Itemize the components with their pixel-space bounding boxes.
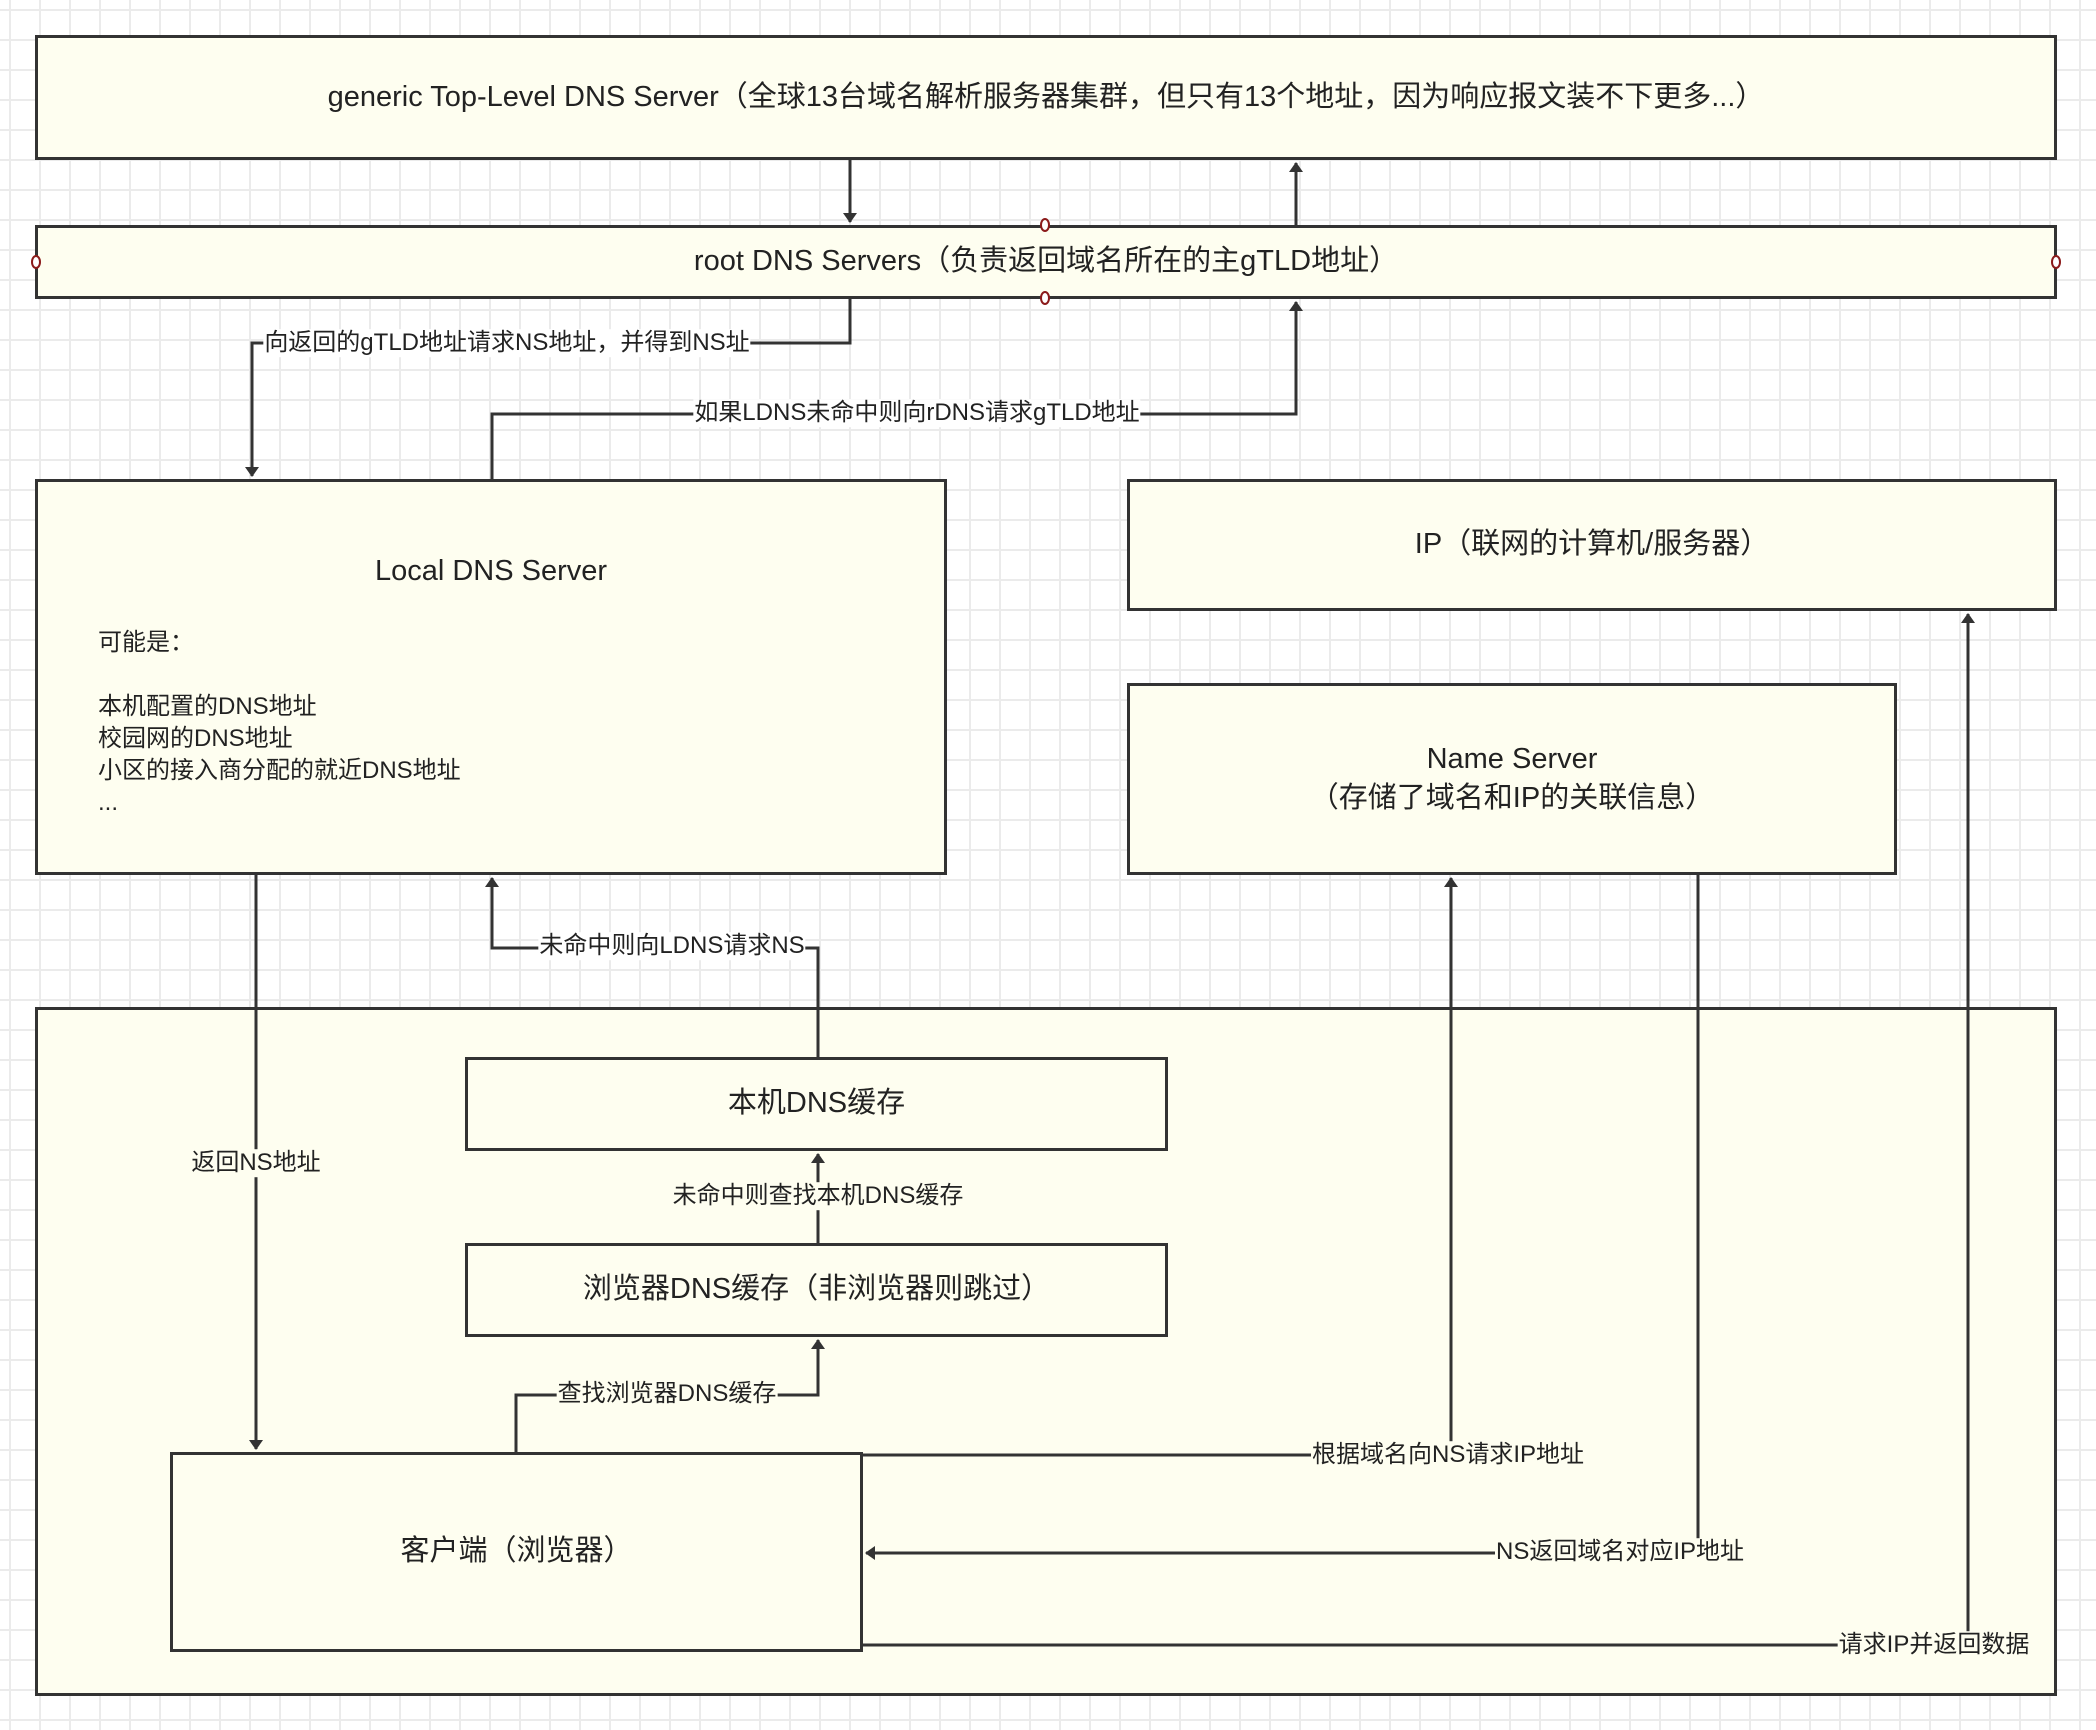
client-node[interactable]: 客户端（浏览器） [170,1452,863,1652]
edge-label-client-to-ip: 请求IP并返回数据 [1837,1631,2031,1659]
gtld-server-label: generic Top-Level DNS Server（全球13台域名解析服务… [327,80,1765,113]
browser-dns-cache-label: 浏览器DNS缓存（非浏览器则跳过） [582,1273,1051,1306]
ip-node[interactable]: IP（联网的计算机/服务器） [1127,479,2057,611]
edge-label-ldns-to-client: 返回NS地址 [190,1149,322,1177]
root-dns-label: root DNS Servers（负责返回域名所在的主gTLD地址） [693,245,1399,278]
local-dns-description: 可能是： 本机配置的DNS地址 校园网的DNS地址 小区的接入商分配的就近DNS… [98,629,461,816]
ip-label: IP（联网的计算机/服务器） [1414,528,1770,561]
root-handle-right[interactable] [2051,255,2061,269]
root-handle-bottom[interactable] [1040,291,1050,305]
local-dns-node[interactable]: Local DNS Server 可能是： 本机配置的DNS地址 校园网的DNS… [35,479,947,875]
edge-label-client-to-browser: 查找浏览器DNS缓存 [556,1380,778,1408]
name-server-label: Name Server （存储了域名和IP的关联信息） [1309,742,1715,814]
browser-dns-cache-node[interactable]: 浏览器DNS缓存（非浏览器则跳过） [465,1243,1168,1337]
edge-label-ns-to-client: NS返回域名对应IP地址 [1494,1538,1746,1566]
host-dns-cache-label: 本机DNS缓存 [727,1087,906,1120]
host-dns-cache-node[interactable]: 本机DNS缓存 [465,1057,1168,1151]
edge-label-browser-to-host: 未命中则查找本机DNS缓存 [671,1182,965,1210]
edge-root-to-ldns [245,299,852,477]
gtld-server-node[interactable]: generic Top-Level DNS Server（全球13台域名解析服务… [35,35,2057,160]
client-label: 客户端（浏览器） [400,1535,633,1568]
root-dns-node[interactable]: root DNS Servers（负责返回域名所在的主gTLD地址） [35,225,2057,299]
root-handle-left[interactable] [31,255,41,269]
local-dns-title: Local DNS Server [374,555,608,587]
edge-label-client-to-ns: 根据域名向NS请求IP地址 [1310,1441,1586,1469]
name-server-node[interactable]: Name Server （存储了域名和IP的关联信息） [1127,683,1897,875]
root-handle-top[interactable] [1040,218,1050,232]
edge-label-host-to-ldns: 未命中则向LDNS请求NS [538,932,806,960]
edge-label-root-to-ldns: 向返回的gTLD地址请求NS地址，并得到NS址 [263,329,751,357]
edge-label-ldns-to-root: 如果LDNS未命中则向rDNS请求gTLD地址 [693,399,1141,427]
